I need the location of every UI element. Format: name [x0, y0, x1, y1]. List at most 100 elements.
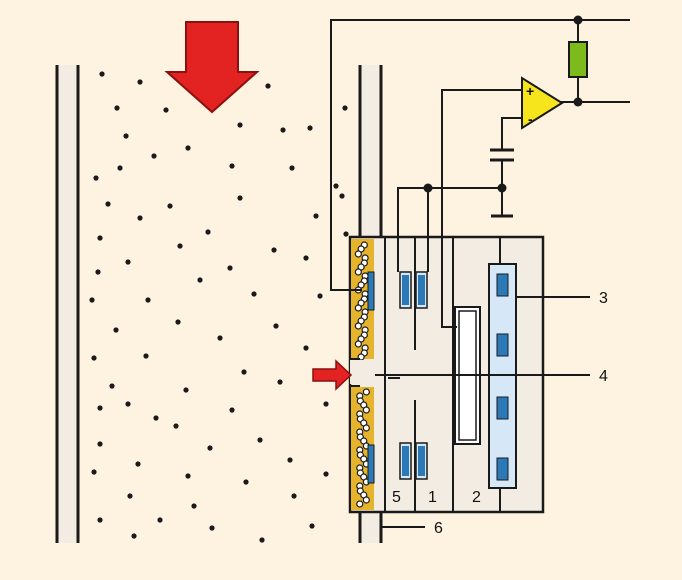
filter-electrode	[367, 271, 375, 311]
particle-dot	[207, 445, 213, 451]
particle-dot	[97, 405, 103, 411]
particle-dot	[243, 479, 249, 485]
particle-dot	[125, 259, 131, 265]
particle-dot	[280, 127, 286, 133]
particle-dot	[151, 153, 157, 159]
particle-dot	[271, 247, 277, 253]
label-5: 5	[392, 489, 401, 506]
flow-arrow-icon	[164, 21, 260, 114]
particle-dot	[309, 523, 315, 529]
particle-dot	[259, 537, 265, 543]
filter-pore	[354, 304, 362, 312]
particle-dot	[313, 213, 319, 219]
particle-dot	[97, 235, 103, 241]
particle-dot	[99, 71, 105, 77]
left-duct-wall	[55, 65, 80, 543]
filter-pore	[362, 388, 370, 396]
particle-dot	[323, 401, 329, 407]
particle-dot	[114, 105, 120, 111]
particle-dot	[145, 297, 151, 303]
particle-dot	[93, 175, 99, 181]
resistor-icon	[568, 41, 588, 78]
particle-dot	[97, 517, 103, 523]
particle-dot	[205, 229, 211, 235]
particle-dot	[95, 269, 101, 275]
filter-pore	[362, 496, 370, 504]
particle-dot	[229, 407, 235, 413]
particle-dot	[303, 255, 309, 261]
particle-dot	[167, 203, 173, 209]
particle-dot	[257, 437, 263, 443]
particle-dot	[109, 383, 115, 389]
particle-dot	[307, 125, 313, 131]
particle-dot	[217, 335, 223, 341]
particle-dot	[209, 525, 215, 531]
particle-dot	[143, 353, 149, 359]
filter-pore	[354, 250, 362, 258]
filter-pore	[354, 268, 362, 276]
filter-electrode	[367, 444, 375, 484]
label-3: 3	[599, 290, 608, 307]
particle-dot	[287, 457, 293, 463]
amplifier-icon	[521, 76, 564, 130]
particle-dot	[197, 277, 203, 283]
particle-dots	[89, 71, 349, 543]
junction-top	[573, 15, 583, 25]
particle-dot	[237, 195, 243, 201]
lower-electrodes	[399, 442, 428, 480]
junction-output	[573, 97, 583, 107]
amp-plus-label: +	[526, 83, 534, 99]
particle-dot	[175, 319, 181, 325]
particle-dot	[153, 415, 159, 421]
particle-dot	[241, 369, 247, 375]
particle-dot	[227, 265, 233, 271]
particle-dot	[117, 165, 123, 171]
particle-dot	[185, 473, 191, 479]
particle-dot	[343, 231, 349, 237]
particle-dot	[237, 122, 243, 128]
particle-dot	[125, 401, 131, 407]
amp-minus-label: -	[528, 111, 533, 127]
label-1: 1	[428, 489, 437, 506]
particle-dot	[342, 105, 348, 111]
particle-dot	[251, 291, 257, 297]
particle-dot	[131, 533, 137, 539]
particle-dot	[157, 517, 163, 523]
filter-pore	[362, 424, 370, 432]
particle-dot	[89, 297, 95, 303]
particle-dot	[277, 379, 283, 385]
particle-dot	[339, 193, 345, 199]
filter-pores	[354, 241, 375, 508]
label-4: 4	[599, 368, 608, 385]
particle-dot	[127, 493, 133, 499]
particle-dot	[291, 493, 297, 499]
particle-dot	[333, 183, 339, 189]
particle-dot	[105, 201, 111, 207]
filter-pore	[362, 406, 370, 414]
particle-dot	[123, 133, 129, 139]
particle-dot	[303, 345, 309, 351]
particle-dot	[273, 323, 279, 329]
particle-dot	[91, 469, 97, 475]
particle-dot	[163, 107, 169, 113]
particle-dot	[97, 441, 103, 447]
leader-lines	[380, 296, 590, 528]
junction-mid	[423, 183, 433, 193]
particle-dot	[173, 423, 179, 429]
particle-dot	[323, 471, 329, 477]
label-6: 6	[434, 520, 443, 537]
particle-dot	[289, 165, 295, 171]
particle-dot	[229, 163, 235, 169]
particle-dot	[317, 293, 323, 299]
filter-pore	[356, 500, 364, 508]
particle-dot	[183, 387, 189, 393]
particle-dot	[137, 215, 143, 221]
right-duct-wall	[358, 65, 383, 543]
label-2: 2	[472, 489, 481, 506]
particle-dot	[113, 327, 119, 333]
inlet-arrow-icon	[312, 359, 353, 391]
filter-pore	[354, 340, 362, 348]
